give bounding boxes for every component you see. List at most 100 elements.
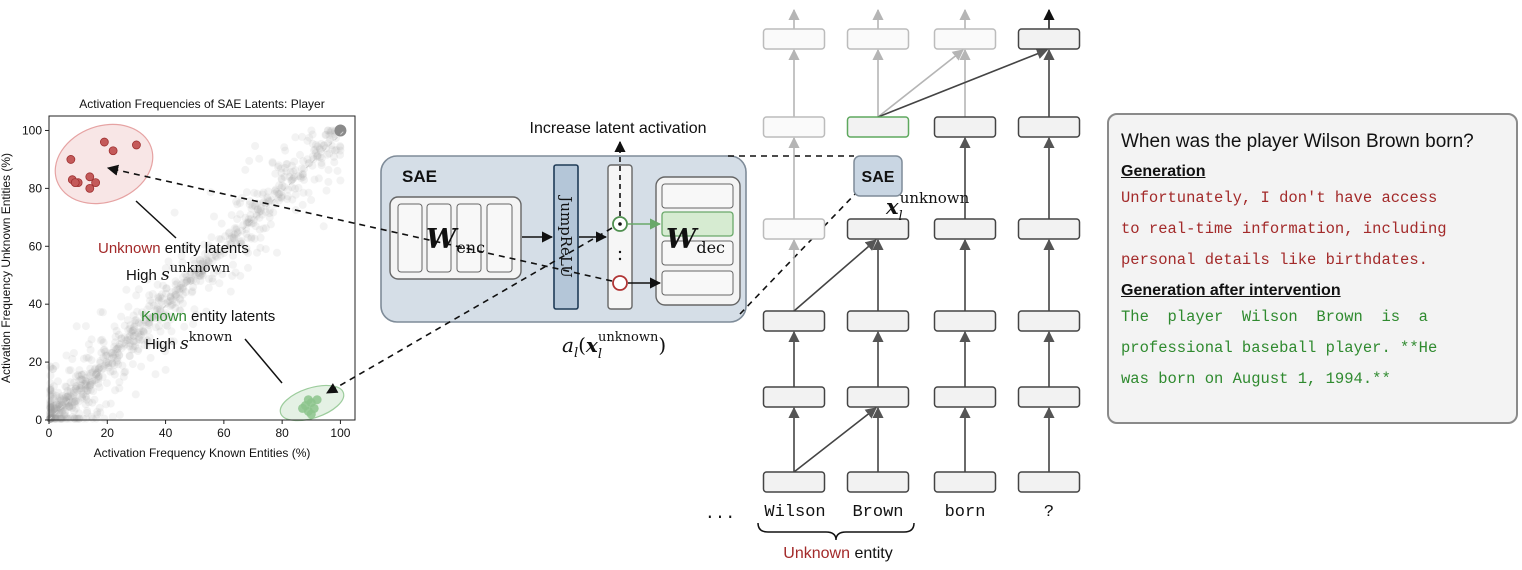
background-point: [86, 386, 95, 395]
background-point: [192, 265, 201, 274]
background-point: [88, 376, 97, 385]
background-point: [317, 158, 326, 167]
background-point: [186, 274, 195, 283]
background-point: [50, 401, 59, 410]
background-point: [242, 229, 251, 238]
background-point: [256, 243, 265, 252]
background-point: [274, 193, 283, 202]
background-point: [259, 224, 268, 233]
background-point: [175, 306, 184, 315]
background-point: [308, 161, 317, 170]
background-point: [110, 361, 119, 369]
background-point: [334, 124, 347, 137]
prompt-question: When was the player Wilson Brown born?: [1121, 131, 1474, 152]
background-point: [114, 342, 123, 351]
chart-title: Activation Frequencies of SAE Latents: P…: [79, 97, 324, 111]
background-point: [69, 391, 78, 400]
background-point: [208, 277, 217, 286]
background-point: [286, 168, 295, 177]
background-point: [134, 335, 143, 344]
background-point: [131, 390, 140, 399]
background-point: [68, 413, 77, 421]
background-point: [161, 365, 170, 374]
x-tick-label: 0: [46, 426, 53, 440]
background-point: [54, 388, 63, 397]
background-point: [159, 281, 168, 290]
known-points: [298, 395, 322, 419]
background-point: [271, 169, 280, 178]
background-point: [148, 313, 157, 322]
background-point: [61, 399, 69, 408]
background-point: [56, 394, 65, 403]
y-tick-label: 80: [29, 181, 43, 195]
background-point: [108, 359, 117, 368]
y-axis-label: Activation Frequency Unknown Entities (%…: [0, 153, 13, 383]
background-point: [281, 163, 289, 172]
background-point: [172, 293, 181, 301]
background-point: [47, 414, 56, 423]
background-point: [315, 153, 324, 162]
background-point: [163, 298, 172, 307]
background-point: [311, 145, 320, 154]
background-point: [205, 274, 213, 283]
background-point: [265, 213, 274, 222]
background-point: [274, 163, 282, 171]
background-point: [100, 345, 109, 354]
background-point: [46, 397, 55, 406]
background-point: [233, 239, 242, 248]
background-point: [166, 302, 175, 311]
background-point: [243, 218, 252, 227]
background-point: [259, 198, 268, 207]
background-point: [70, 388, 78, 397]
background-point: [229, 251, 237, 260]
background-point: [170, 291, 179, 300]
background-point: [167, 301, 176, 310]
layer-block: [762, 218, 826, 240]
background-point: [58, 400, 66, 409]
background-point: [106, 399, 115, 408]
background-point: [264, 196, 273, 205]
background-point: [50, 404, 59, 413]
background-point: [322, 130, 330, 139]
background-point: [255, 225, 264, 234]
background-point: [55, 408, 64, 417]
background-point: [95, 372, 104, 381]
layer-block: [1017, 28, 1081, 50]
background-point: [81, 392, 90, 401]
background-point: [242, 188, 251, 197]
background-point: [204, 257, 213, 266]
background-point: [196, 277, 205, 285]
known-point: [306, 409, 316, 419]
background-point: [173, 285, 182, 294]
background-point: [75, 372, 84, 381]
layer-block: [933, 28, 997, 50]
background-point: [190, 268, 199, 277]
background-point: [76, 375, 85, 384]
sae-title: SAE: [402, 167, 437, 186]
background-point: [110, 322, 119, 331]
token-row: ... Wilson Brown born ? Unknown entity: [705, 503, 1054, 562]
background-point: [54, 414, 63, 423]
background-point: [96, 408, 105, 417]
background-point: [47, 410, 56, 419]
background-point: [63, 414, 72, 423]
background-point: [300, 164, 309, 173]
background-point: [55, 400, 64, 409]
background-point: [64, 414, 73, 423]
background-point: [52, 391, 61, 400]
background-point: [70, 407, 79, 415]
background-point: [178, 290, 187, 299]
background-point: [53, 404, 62, 413]
background-point: [70, 414, 79, 423]
background-point: [65, 403, 74, 412]
background-point: [129, 311, 138, 320]
background-point: [332, 134, 340, 143]
background-point: [310, 175, 319, 184]
background-point: [252, 210, 261, 219]
layer-block: [762, 28, 826, 50]
background-point: [226, 245, 234, 253]
background-point: [125, 352, 134, 361]
background-point: [131, 342, 139, 351]
background-point: [78, 394, 87, 403]
